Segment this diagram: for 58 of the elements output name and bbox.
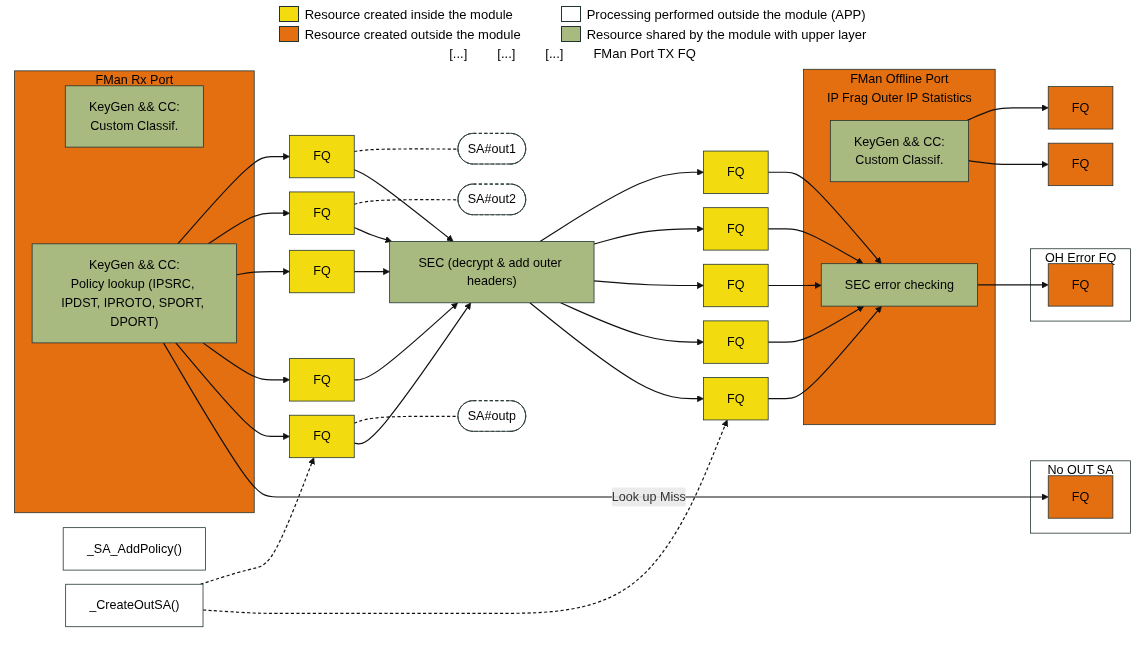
arrow: [353, 302, 458, 381]
legend-label: Resource created outside the module: [304, 26, 521, 42]
note-label: [...]: [449, 46, 468, 61]
node-box: KeyGen && CC: Custom Classif.: [64, 85, 204, 148]
node-box: FQ: [289, 358, 355, 402]
arrow: [767, 228, 864, 264]
arrow: [560, 302, 704, 346]
note-label: [...]: [545, 46, 564, 61]
node-box: SEC error checking: [820, 263, 978, 307]
node-box: FQ: [703, 320, 769, 364]
arrow: [353, 169, 454, 242]
node-box: FQ: [289, 191, 355, 235]
arrow: [767, 281, 822, 289]
arrow: [967, 160, 1049, 168]
arrow: [202, 419, 729, 614]
node-box: FQ: [289, 414, 355, 459]
node-box: KeyGen && CC: Custom Classif.: [829, 120, 969, 183]
legend-label: Resource shared by the module with upper layer: [586, 26, 867, 42]
node-box: FQ: [1047, 86, 1114, 130]
arrow: [202, 342, 290, 384]
node-box: FQ: [289, 249, 355, 294]
node-box: FQ: [1047, 475, 1114, 519]
legend-label: Resource created inside the module: [304, 6, 513, 22]
arrow: [767, 305, 882, 400]
node-box: SEC (decrypt & add outer headers): [389, 241, 595, 304]
node-box: FQ: [1047, 263, 1114, 307]
arrow: [966, 104, 1049, 121]
arrow: [235, 268, 290, 276]
connector: [353, 199, 459, 205]
arrow: [539, 168, 704, 243]
note-label: [...]: [497, 46, 516, 61]
arrow: [199, 457, 315, 585]
arrow: [593, 225, 704, 245]
node-box: _CreateOutSA(): [65, 583, 204, 628]
arrow: [353, 268, 390, 276]
node-box: FQ: [289, 134, 355, 179]
node-box: FQ: [1047, 142, 1114, 187]
node-box: FQ: [703, 207, 769, 251]
connector: [353, 148, 459, 153]
arrow: [353, 226, 393, 243]
arrow: [175, 342, 290, 440]
arrow: [767, 305, 865, 343]
arrow: [529, 302, 704, 403]
node-box: KeyGen && CC: Policy lookup (IPSRC, IPDST, IPROTO, SPORT, DPORT): [31, 243, 237, 344]
arrow: [177, 153, 290, 245]
arrow: [593, 280, 704, 289]
arrow: [767, 171, 882, 264]
node-box: FQ: [703, 377, 769, 421]
node-box: _SA_AddPolicy(): [62, 527, 206, 571]
arrow: [162, 342, 1049, 501]
arrow: [976, 281, 1049, 289]
arrow: [207, 209, 290, 245]
legend-label: Processing performed outside the module (APP): [586, 6, 866, 22]
arrow: [353, 302, 472, 445]
node-box: FQ: [703, 263, 769, 308]
edge-label: Look up Miss: [611, 489, 686, 504]
note-label: FMan Port TX FQ: [593, 46, 696, 61]
node-box: FQ: [703, 150, 769, 194]
